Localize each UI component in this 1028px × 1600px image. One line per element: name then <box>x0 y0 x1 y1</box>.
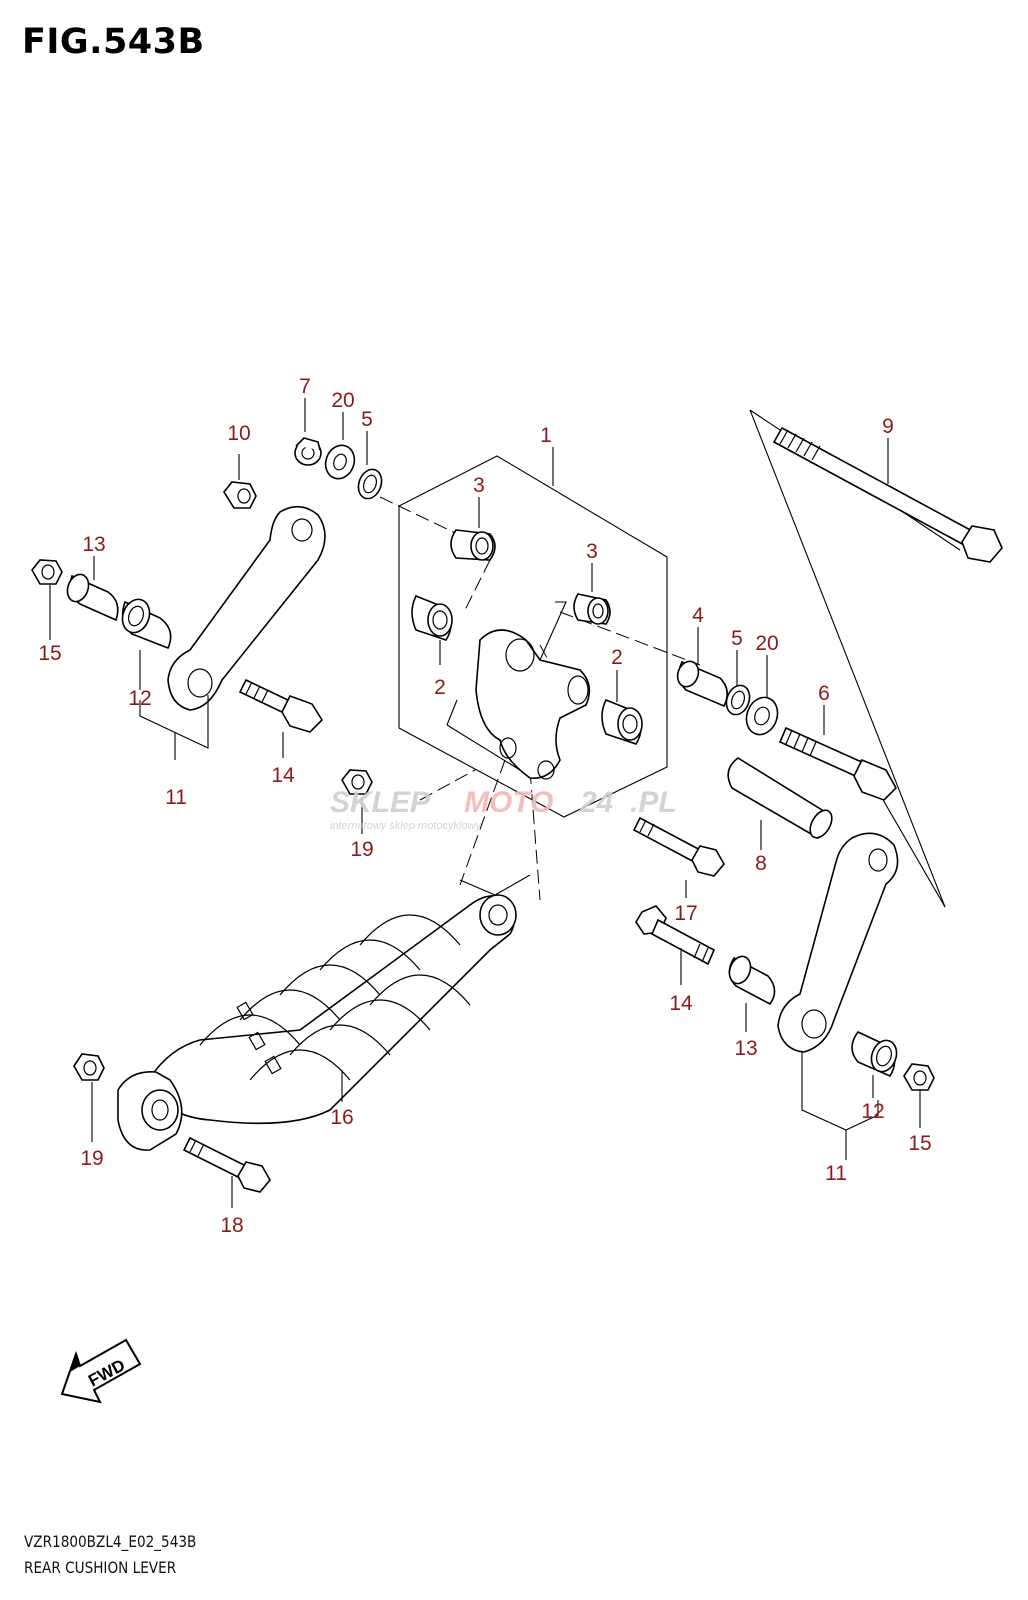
washer-20-top <box>324 444 356 480</box>
callout-5: 5 <box>361 408 373 431</box>
link-lever-11-left <box>167 505 326 711</box>
bolt-14-right <box>635 905 716 966</box>
bearing-3-upper <box>450 529 496 561</box>
diagram-code: VZR1800BZL4_E02_543B <box>24 1532 197 1551</box>
callout-9: 9 <box>882 415 894 438</box>
callout-18: 18 <box>220 1214 243 1237</box>
callout-14: 14 <box>271 764 295 787</box>
callout-15: 15 <box>908 1132 931 1155</box>
washer-20-right <box>745 696 779 736</box>
callout-11: 11 <box>165 786 187 809</box>
callout-5: 5 <box>731 627 743 650</box>
bolt-9 <box>772 426 1003 563</box>
fwd-arrow-icon: FWD <box>60 1338 142 1404</box>
callout-10: 10 <box>227 422 250 445</box>
watermark-brand-1: SKLEP <box>330 786 431 819</box>
callout-19: 19 <box>350 838 373 861</box>
callout-19: 19 <box>80 1147 103 1170</box>
nut-15-right <box>903 1063 935 1091</box>
callout-16: 16 <box>330 1106 353 1129</box>
bolt-6 <box>778 726 897 801</box>
leader-lines <box>49 398 921 1208</box>
figure-title: FIG.543B <box>22 22 205 62</box>
callout-15: 15 <box>38 642 61 665</box>
bolt-18 <box>182 1136 271 1193</box>
callout-13: 13 <box>82 533 105 556</box>
bearing-2-right <box>601 698 643 745</box>
seal-5-top <box>357 468 383 500</box>
diagram-name: REAR CUSHION LEVER <box>24 1558 177 1577</box>
callout-2: 2 <box>434 676 446 699</box>
bearing-12-left <box>121 598 172 650</box>
callout-6: 6 <box>818 682 830 705</box>
link-lever-11-right <box>777 832 899 1053</box>
nut-19-upper <box>341 769 373 795</box>
callout-4: 4 <box>692 604 704 627</box>
collar-13-left <box>66 573 119 622</box>
callout-7: 7 <box>299 375 311 398</box>
watermark-tagline: internetowy sklep motocyklowy <box>330 820 483 832</box>
callout-11: 11 <box>825 1162 847 1185</box>
callout-12: 12 <box>128 687 151 710</box>
seal-5-right <box>725 684 751 716</box>
nut-15-left <box>31 559 63 585</box>
callout-12: 12 <box>861 1100 884 1123</box>
callout-3: 3 <box>473 474 485 497</box>
callout-1: 1 <box>540 424 552 447</box>
nut-10 <box>223 481 257 509</box>
callout-14: 14 <box>669 992 693 1015</box>
callout-17: 17 <box>674 902 697 925</box>
bolt-14-left <box>238 678 324 733</box>
bracket-11-right <box>801 1052 879 1160</box>
watermark-brand-4: .PL <box>630 786 677 819</box>
callout-8: 8 <box>755 852 767 875</box>
callout-labels: 1 2 2 3 3 4 5 5 6 7 8 9 10 11 11 12 12 1… <box>38 375 931 1237</box>
callout-20: 20 <box>755 632 778 655</box>
bearing-2-left <box>411 594 453 641</box>
callout-13: 13 <box>734 1037 757 1060</box>
watermark: SKLEP MOTO 24 .PL internetowy sklep moto… <box>330 786 677 832</box>
watermark-brand-2: MOTO <box>464 786 553 819</box>
nut-7 <box>294 437 322 466</box>
cushion-lever-1 <box>475 629 591 780</box>
watermark-brand-3: 24 <box>579 786 614 819</box>
collar-4 <box>676 660 728 708</box>
lever-assembly-outline <box>398 455 668 818</box>
bracket-11-left <box>139 695 209 760</box>
bearing-12-right <box>851 1031 898 1078</box>
sleeve-8 <box>727 757 833 839</box>
callout-3: 3 <box>586 540 598 563</box>
collar-13-right <box>728 955 776 1006</box>
callout-2: 2 <box>611 646 623 669</box>
bolt-17 <box>632 816 725 877</box>
bearing-3-right <box>573 593 611 625</box>
nut-19-lower <box>73 1053 105 1081</box>
callout-20: 20 <box>331 389 354 412</box>
shock-absorber-16 <box>117 894 517 1151</box>
